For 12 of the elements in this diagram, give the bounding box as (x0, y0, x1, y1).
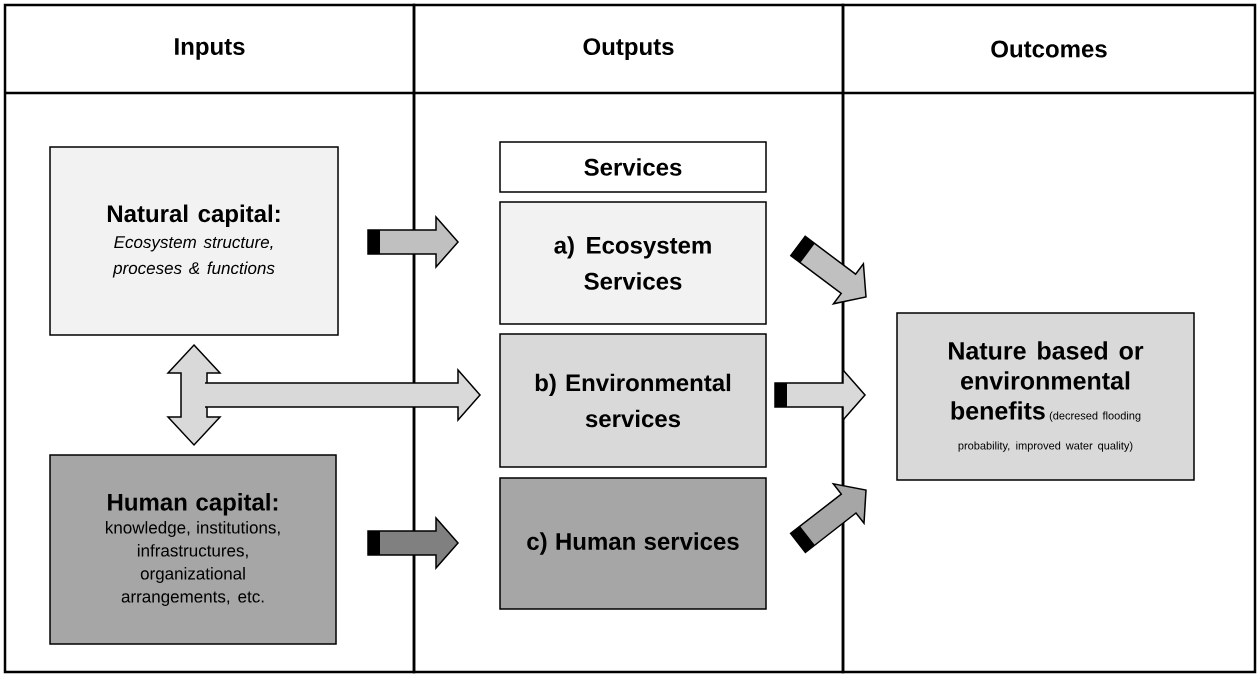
capital-box: Natural capital: Ecosystem structure, proceses & functions (49, 146, 339, 336)
block-arrow (774, 368, 866, 422)
capital-box: Human capital: knowledge, institutions, infrastructures, organizational arrangements, etc. (49, 454, 337, 645)
service-box: Services (499, 141, 767, 193)
block-arrow (367, 516, 459, 570)
benefit-box: Nature based or environmental benefits (decresed flooding probability, improved water quality) (896, 312, 1195, 481)
block-arrow (789, 482, 867, 554)
block-arrow (204, 368, 481, 422)
service-box: a) Ecosystem Services (499, 201, 767, 325)
service-box: c) Human services (499, 477, 767, 610)
service-box: b) Environmental services (499, 333, 767, 468)
block-arrow (367, 215, 459, 269)
